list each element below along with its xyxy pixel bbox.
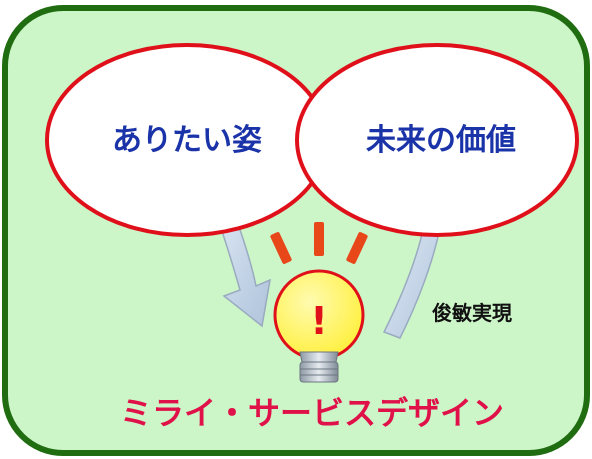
light-rays: [270, 222, 368, 264]
footer-title: ミライ・サービスデザイン: [120, 394, 504, 432]
arrow-label: 俊敏実現: [432, 301, 512, 325]
bulb-exclamation: !: [310, 299, 327, 343]
left-circle-label: ありたい姿: [112, 123, 262, 158]
lightbulb-icon: !: [273, 269, 365, 383]
right-circle-label: 未来の価値: [366, 123, 516, 158]
ray-left: [270, 232, 292, 264]
bulb-neck: [299, 351, 339, 363]
ray-center: [314, 222, 324, 256]
right-circle: [295, 43, 579, 237]
bulb-base: [299, 361, 339, 383]
ray-right: [346, 232, 368, 264]
